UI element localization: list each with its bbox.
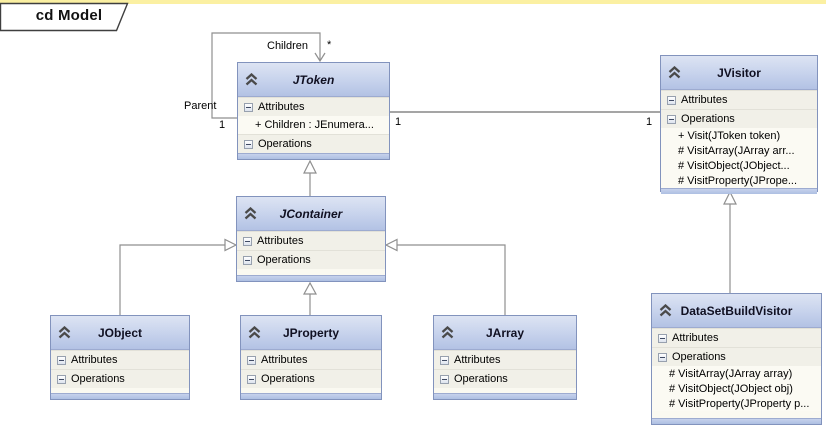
operations-section-row[interactable]: Operations [238, 134, 389, 153]
collapse-minus-icon[interactable] [667, 114, 676, 124]
attributes-section-row[interactable]: Attributes [51, 350, 189, 369]
class-name: JToken [292, 73, 335, 87]
operations-section-row[interactable]: Operations [241, 369, 381, 388]
attributes-section-row[interactable]: Attributes [238, 97, 389, 116]
multiplicity-jvisitor-end: 1 [646, 116, 653, 128]
collapse-minus-icon[interactable] [658, 352, 667, 362]
class-box-jarray[interactable]: JArray Attributes Operations [433, 315, 577, 400]
operation-item: # VisitProperty(JPrope... [661, 173, 817, 188]
collapse-chevron-icon[interactable] [440, 326, 455, 339]
class-header: JObject [51, 316, 189, 350]
multiplicity-parent: 1 [219, 119, 226, 131]
collapse-minus-icon[interactable] [243, 255, 252, 265]
class-box-jvisitor[interactable]: JVisitor Attributes Operations + Visit(J… [660, 55, 818, 194]
collapse-minus-icon[interactable] [247, 374, 256, 384]
role-label-children: Children [267, 40, 308, 52]
operations-section-row[interactable]: Operations [434, 369, 576, 388]
class-header: JToken [238, 63, 389, 97]
class-footer-strip [51, 393, 189, 399]
collapse-chevron-icon[interactable] [247, 326, 262, 339]
collapse-chevron-icon[interactable] [667, 66, 682, 79]
class-name: JVisitor [717, 66, 761, 80]
multiplicity-jtoken-end: 1 [395, 116, 402, 128]
generalization-jobject-jcontainer[interactable] [119, 238, 238, 316]
class-footer-strip [237, 275, 385, 281]
collapse-minus-icon[interactable] [243, 236, 252, 246]
self-association-jtoken-children-parent[interactable] [211, 32, 326, 119]
generalization-datasetbuildvisitor-jvisitor[interactable] [723, 190, 737, 293]
operation-item: # VisitObject(JObject obj) [652, 381, 821, 396]
operation-item: + Visit(JToken token) [661, 128, 817, 143]
class-header: JVisitor [661, 56, 817, 90]
class-header: DataSetBuildVisitor [652, 294, 821, 328]
collapse-minus-icon[interactable] [57, 355, 66, 365]
operation-item: # VisitArray(JArray array) [652, 366, 821, 381]
attributes-section-row[interactable]: Attributes [661, 90, 817, 109]
attributes-section-row[interactable]: Attributes [434, 350, 576, 369]
diagram-title: cd Model [35, 7, 103, 24]
collapse-minus-icon[interactable] [440, 355, 449, 365]
collapse-chevron-icon[interactable] [57, 326, 72, 339]
class-footer-strip [241, 393, 381, 399]
class-box-jproperty[interactable]: JProperty Attributes Operations [240, 315, 382, 400]
role-label-parent: Parent [184, 100, 217, 112]
generalization-jproperty-jcontainer[interactable] [302, 281, 318, 315]
class-footer-strip [238, 153, 389, 159]
class-box-jtoken[interactable]: JToken Attributes + Children : JEnumera.… [237, 62, 390, 160]
operations-section-row[interactable]: Operations [237, 250, 385, 269]
operation-item: # VisitProperty(JProperty p... [652, 396, 821, 411]
class-header: JContainer [237, 197, 385, 231]
class-name: JArray [485, 326, 525, 340]
class-footer-strip [652, 418, 821, 424]
attribute-item: + Children : JEnumera... [238, 116, 389, 134]
collapse-minus-icon[interactable] [247, 355, 256, 365]
class-name: DataSetBuildVisitor [680, 304, 793, 318]
operations-section-row[interactable]: Operations [652, 347, 821, 366]
class-box-jcontainer[interactable]: JContainer Attributes Operations [236, 196, 386, 282]
collapse-minus-icon[interactable] [57, 374, 66, 384]
class-box-datasetbuildvisitor[interactable]: DataSetBuildVisitor Attributes Operation… [651, 293, 822, 425]
operations-section-row[interactable]: Operations [661, 109, 817, 128]
generalization-jarray-jcontainer[interactable] [384, 238, 506, 316]
class-name: JObject [97, 326, 142, 340]
generalization-jcontainer-jtoken[interactable] [303, 159, 317, 196]
operation-item: # VisitObject(JObject... [661, 158, 817, 173]
collapse-chevron-icon[interactable] [658, 304, 673, 317]
class-footer-strip [434, 393, 576, 399]
class-box-jobject[interactable]: JObject Attributes Operations [50, 315, 190, 400]
frame-tab [0, 2, 129, 32]
frame-top-strip [0, 0, 826, 4]
collapse-minus-icon[interactable] [244, 102, 253, 112]
attributes-section-row[interactable]: Attributes [237, 231, 385, 250]
class-name: JProperty [282, 326, 340, 340]
attributes-section-row[interactable]: Attributes [241, 350, 381, 369]
attributes-section-row[interactable]: Attributes [652, 328, 821, 347]
collapse-minus-icon[interactable] [440, 374, 449, 384]
collapse-chevron-icon[interactable] [243, 207, 258, 220]
collapse-minus-icon[interactable] [667, 95, 676, 105]
class-name: JContainer [279, 207, 343, 221]
class-footer-strip [661, 188, 817, 194]
collapse-minus-icon[interactable] [244, 139, 253, 149]
operation-item: # VisitArray(JArray arr... [661, 143, 817, 158]
multiplicity-children: * [327, 39, 332, 51]
operations-section-row[interactable]: Operations [51, 369, 189, 388]
collapse-chevron-icon[interactable] [244, 73, 259, 86]
collapse-minus-icon[interactable] [658, 333, 667, 343]
class-header: JProperty [241, 316, 381, 350]
class-header: JArray [434, 316, 576, 350]
